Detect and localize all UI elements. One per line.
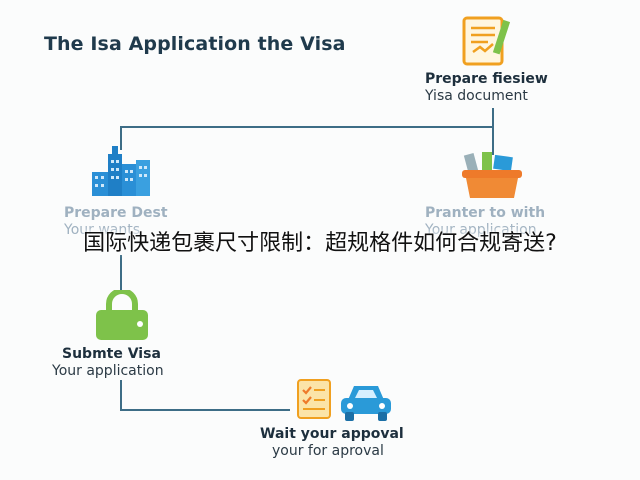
- step-printer-title: Pranter to with: [425, 205, 546, 221]
- overlay-caption: 国际快递包裹尺寸限制：超规格件如何合规寄送?: [83, 231, 557, 256]
- connector-bottom: [120, 380, 290, 411]
- document-icon: [458, 14, 516, 68]
- lock-icon: [92, 288, 152, 342]
- step-prepare-dest-title: Prepare Dest: [64, 205, 168, 221]
- step-submit-subtitle: Your application: [52, 363, 164, 379]
- page-title: The Isa Application the Visa: [44, 33, 346, 55]
- step-prepare-review: Prepare fiesiew Yisa document: [425, 71, 548, 104]
- step-submit-title: Submte Visa: [62, 346, 161, 362]
- step-wait-subtitle: your for aproval: [272, 443, 384, 459]
- step-prepare-dest: Prepare Dest Your wants: [64, 205, 168, 238]
- step-wait: Wait your appoval your for aproval: [260, 426, 404, 459]
- checklist-icon: [294, 378, 336, 422]
- step-prepare-review-title: Prepare fiesiew: [425, 71, 548, 87]
- basket-icon: [460, 150, 526, 202]
- step-printer: Pranter to with Your application: [425, 205, 545, 238]
- connector-top: [120, 108, 494, 150]
- step-wait-title: Wait your appoval: [260, 426, 404, 442]
- step-submit: Submte Visa Your application: [52, 346, 164, 379]
- step-prepare-review-subtitle: Yisa document: [425, 88, 528, 104]
- car-icon: [338, 380, 394, 424]
- step-prepare-dest-subtitle: Your wants: [64, 222, 141, 238]
- step-printer-subtitle: Your application: [425, 222, 537, 238]
- building-icon: [90, 142, 152, 198]
